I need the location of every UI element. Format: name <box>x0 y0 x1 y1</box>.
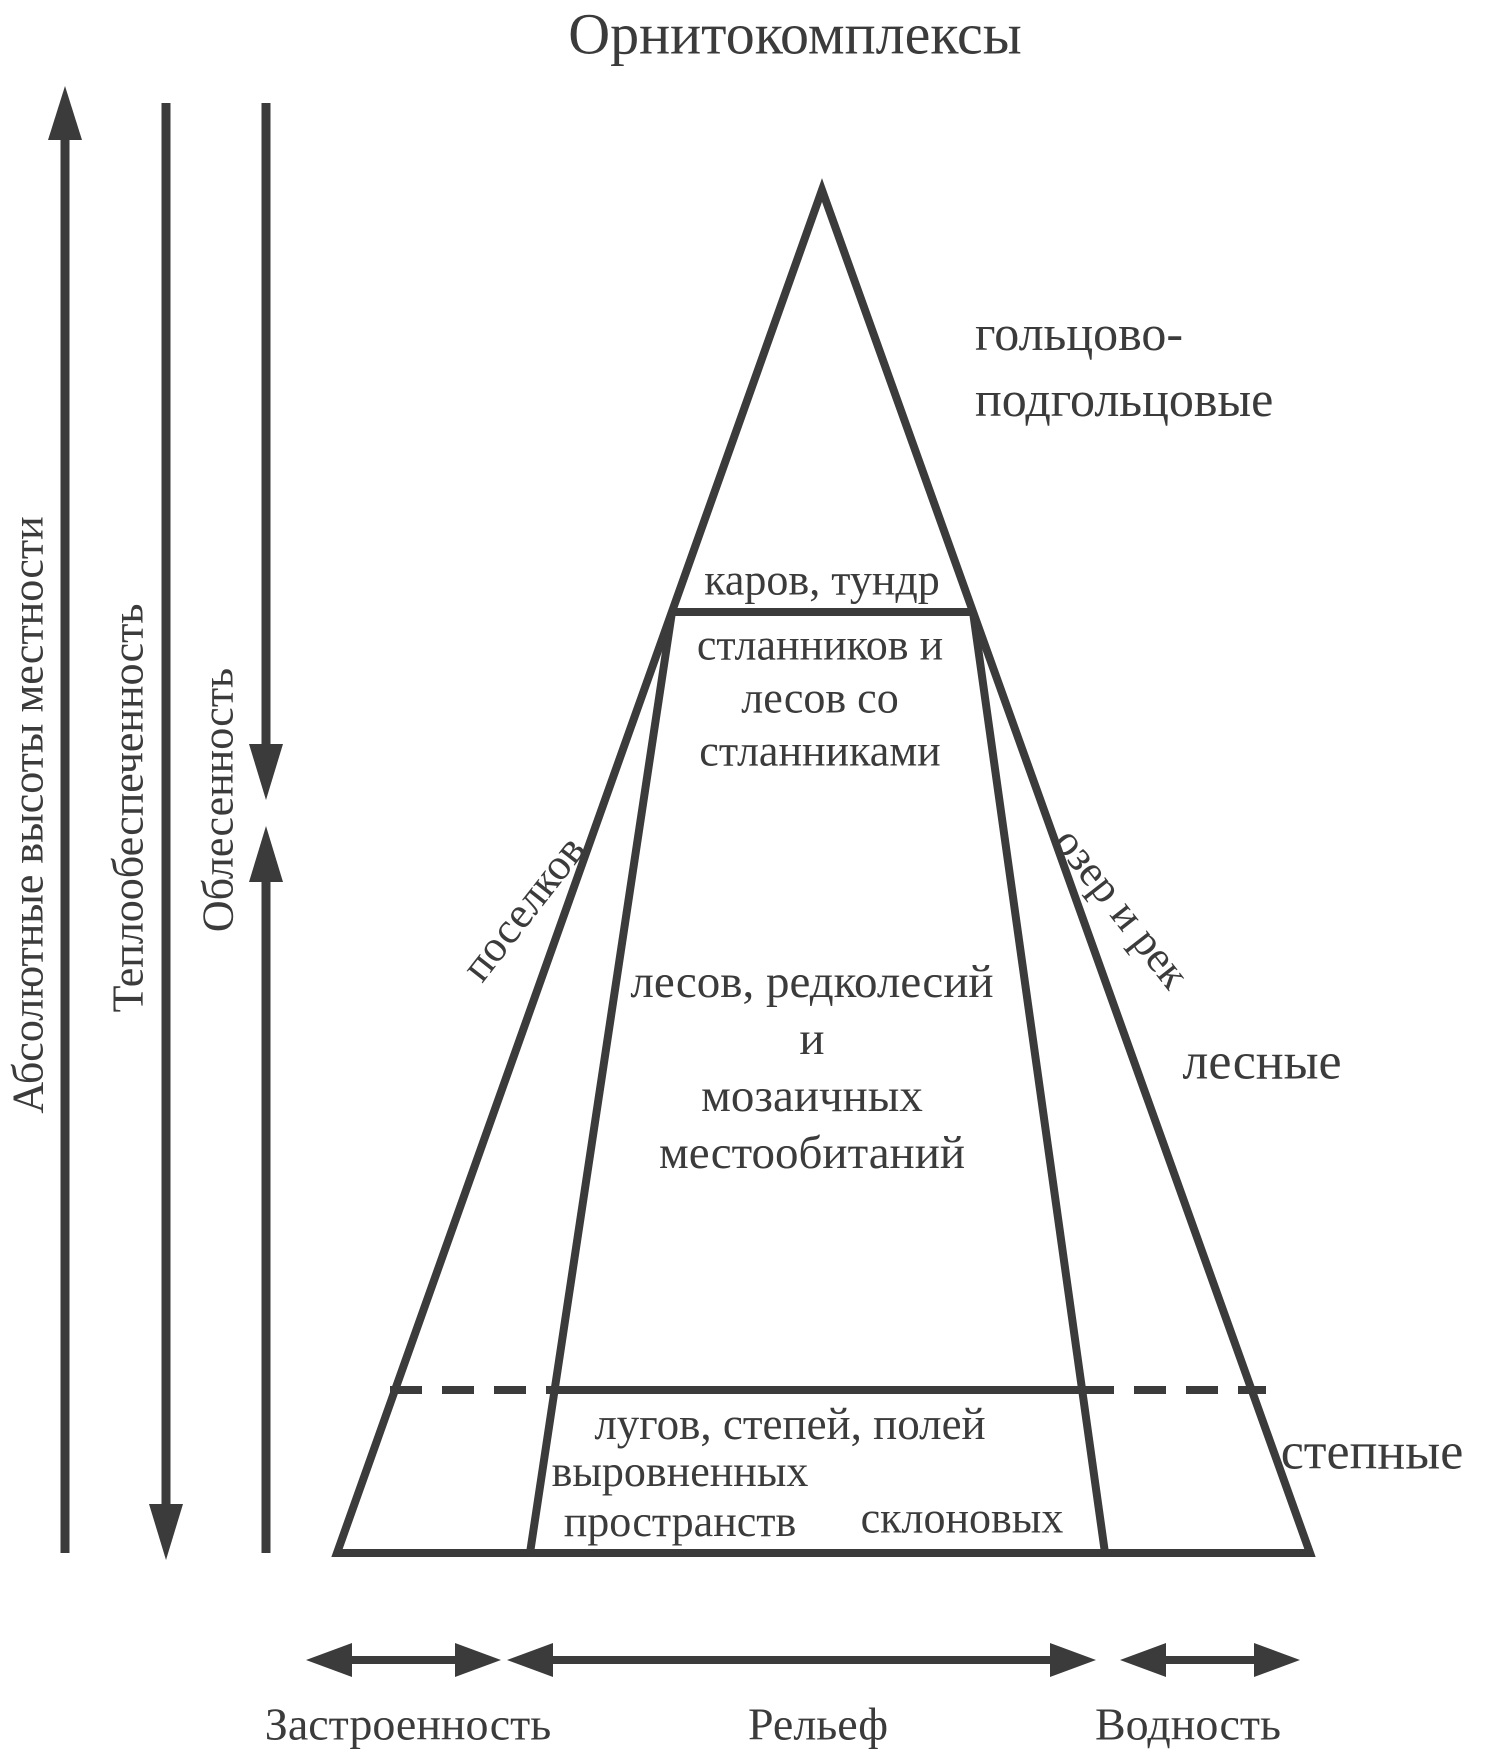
zone-leveled-spaces-label: выровненных пространств <box>552 1447 809 1547</box>
band-karov-tundr-label: каров, тундр <box>704 555 940 605</box>
inner-right-line <box>969 611 1109 1554</box>
left-axes-group <box>48 86 283 1560</box>
relief-arrowhead-left-icon <box>507 1643 553 1677</box>
zone-center-line3: мозаичных <box>701 1070 923 1122</box>
water-arrowhead-left-icon <box>1120 1643 1166 1677</box>
forest-cover-arrowhead-up-icon <box>249 826 283 882</box>
inner-left-line <box>526 611 676 1554</box>
diagram-title: Орнитокомплексы <box>568 1 1022 67</box>
zone-center-line2: и <box>799 1013 825 1065</box>
pyramid-outline <box>331 178 1316 1557</box>
band-lugov-label: лугов, степей, полей <box>594 1399 986 1449</box>
zone-slopes-label: склоновых <box>860 1493 1064 1543</box>
zone-forest-label: лесные <box>1182 1033 1342 1091</box>
heat-axis-arrowhead-down-icon <box>149 1504 183 1560</box>
zone-leveled-line2: пространств <box>563 1497 797 1546</box>
zone-steppe-label: степные <box>1280 1423 1464 1481</box>
zone-alpine-line2: подгольцовые <box>975 371 1274 427</box>
zone-center-label: лесов, редколесий и мозаичных местообита… <box>630 954 993 1182</box>
band-stlannikov-line1: стланников и <box>696 620 944 670</box>
relief-arrowhead-right-icon <box>1050 1643 1096 1677</box>
axis-forest-cover-label: Облесенность <box>193 667 243 933</box>
band-stlannikov-line3: стланниками <box>699 726 941 776</box>
axis-water-label: Водность <box>1094 1698 1282 1750</box>
axis-builtup-label: Застроенность <box>264 1698 552 1750</box>
zone-leveled-line1: выровненных <box>551 1447 809 1496</box>
band-stlannikov-line2: лесов со <box>741 673 899 723</box>
zone-alpine-line1: гольцово- <box>975 305 1184 361</box>
zone-center-line4: местообитаний <box>658 1127 966 1179</box>
pyramid-group <box>331 178 1316 1557</box>
builtup-arrowhead-left-icon <box>306 1643 352 1677</box>
water-arrowhead-right-icon <box>1254 1643 1300 1677</box>
forest-cover-arrowhead-down-icon <box>249 744 283 800</box>
builtup-arrowhead-right-icon <box>455 1643 501 1677</box>
axis-absolute-heights-label: Абсолютные высоты местности <box>3 516 53 1114</box>
zone-alpine-label: гольцово- подгольцовые <box>975 300 1273 432</box>
axis-relief-label: Рельеф <box>747 1698 889 1750</box>
axis-heat-supply-label: Теплообеспеченность <box>103 603 153 1013</box>
altitude-axis-arrowhead-up-icon <box>48 86 82 140</box>
zone-center-line1: лесов, редколесий <box>630 956 994 1008</box>
band-stlannikov-label: стланников и лесов со стланниками <box>697 619 943 778</box>
bottom-axes-group <box>306 1643 1300 1677</box>
